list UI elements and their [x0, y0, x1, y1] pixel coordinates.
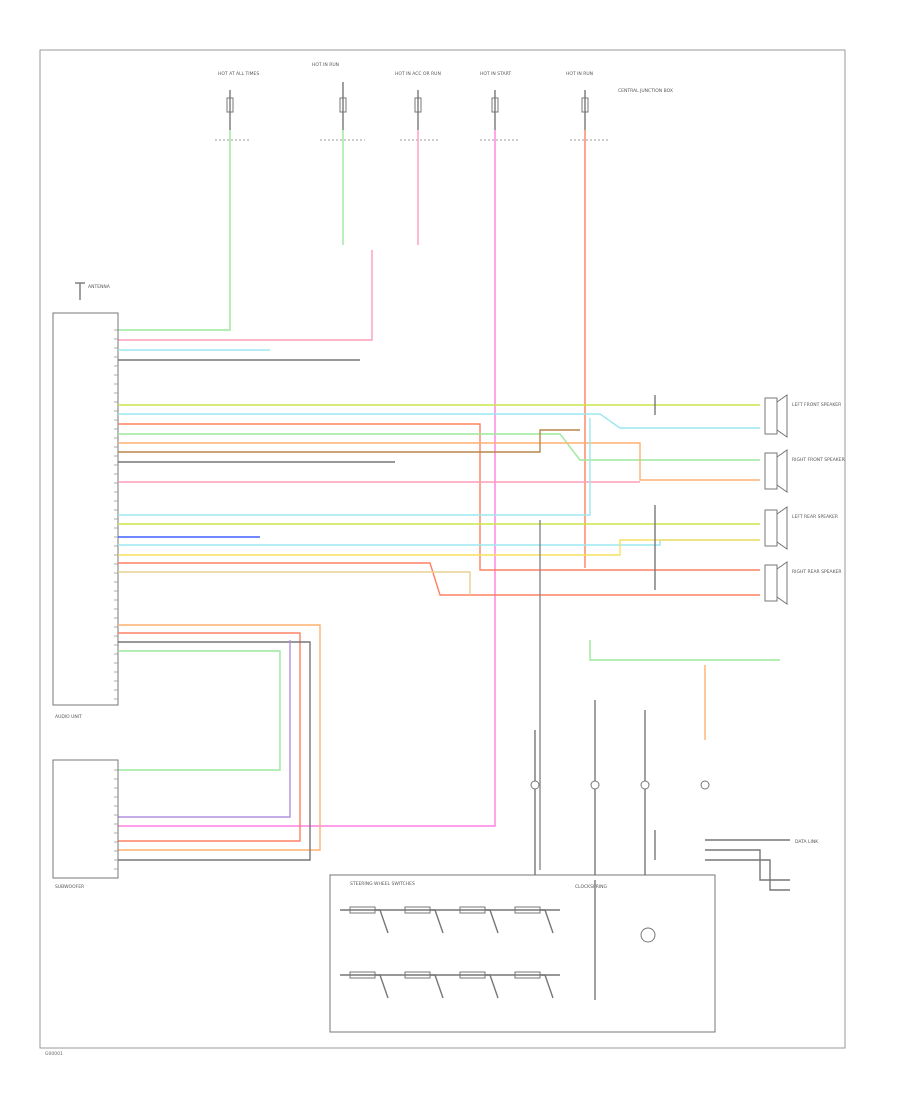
diagram-frame	[39, 49, 846, 1049]
svg-text:RIGHT REAR SPEAKER: RIGHT REAR SPEAKER	[792, 569, 842, 575]
switch-contact	[540, 974, 554, 999]
switch-row-upper	[340, 906, 560, 934]
fuse-label-4: HOT IN START	[480, 71, 511, 77]
antenna-group: ANTENNA	[75, 282, 111, 300]
svg-text:LEFT REAR SPEAKER: LEFT REAR SPEAKER	[792, 514, 838, 520]
switch-contact	[375, 974, 389, 999]
radio-label: AUDIO UNIT	[55, 714, 82, 720]
switch-panel-label: STEERING WHEEL SWITCHES	[350, 881, 415, 887]
fuse-label-5: HOT IN RUN	[566, 71, 593, 77]
page-code: G00001	[45, 1051, 63, 1057]
fuse-title: CENTRAL JUNCTION BOX	[618, 88, 673, 94]
subwoofer-pins	[114, 769, 118, 870]
switch-row-lower	[340, 971, 560, 999]
feed-wires	[118, 130, 586, 827]
radio-pins	[114, 329, 118, 700]
antenna-label: ANTENNA	[88, 284, 111, 290]
clock-icon	[640, 927, 656, 943]
fuse-label-1: HOT AT ALL TIMES	[218, 71, 259, 77]
right-rear-speaker: RIGHT REAR SPEAKER	[764, 561, 842, 605]
svg-text:LEFT FRONT SPEAKER: LEFT FRONT SPEAKER	[792, 402, 841, 408]
switch-contact	[485, 974, 499, 999]
fuse-label-2: HOT IN RUN	[312, 62, 339, 68]
switch-contact	[375, 909, 389, 934]
clockspring-label: CLOCKSPRING	[575, 884, 608, 890]
fuse-group: HOT AT ALL TIMES HOT IN RUN HOT IN ACC O…	[215, 62, 673, 141]
subwoofer-label: SUBWOOFER	[55, 884, 84, 890]
subwoofer-box	[52, 759, 119, 879]
clockspring-group: CLOCKSPRING STEERING WHEEL SWITCHES	[329, 874, 716, 1033]
radio-box	[52, 312, 119, 706]
right-front-speaker: RIGHT FRONT SPEAKER	[764, 449, 845, 493]
svg-text:RIGHT FRONT SPEAKER: RIGHT FRONT SPEAKER	[792, 457, 845, 463]
radio-harness	[118, 349, 760, 870]
switch-contact	[430, 974, 444, 999]
clockspring-feeds: DATA LINK	[530, 700, 819, 891]
left-front-speaker: LEFT FRONT SPEAKER	[764, 394, 841, 438]
splice-wires	[589, 395, 780, 740]
data-link-label: DATA LINK	[795, 839, 819, 845]
fuse-label-3: HOT IN ACC OR RUN	[395, 71, 441, 77]
switch-contact	[540, 909, 554, 934]
left-rear-speaker: LEFT REAR SPEAKER	[764, 506, 838, 550]
switch-contact	[485, 909, 499, 934]
switch-contact	[430, 909, 444, 934]
